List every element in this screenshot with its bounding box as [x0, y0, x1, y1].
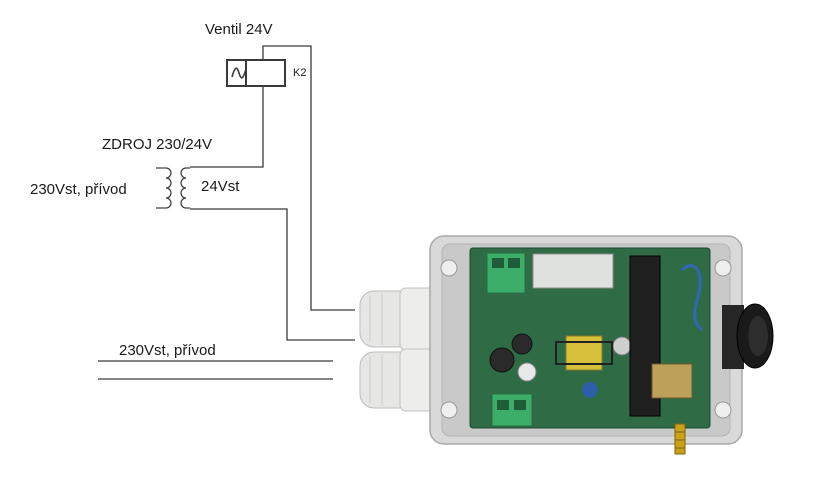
capacitor-4 [612, 336, 632, 356]
antenna-icon [674, 423, 686, 455]
corner-screws [440, 259, 732, 419]
capacitor-2 [511, 333, 533, 355]
gsm-module [651, 363, 693, 399]
blue-wire [680, 264, 704, 332]
mains-primary-label: 230Vst, přívod [30, 181, 127, 198]
cable-gland-bottom [359, 348, 435, 412]
capacitor-3 [517, 362, 537, 382]
valve-label: Ventil 24V [205, 21, 273, 38]
device-enclosure [359, 235, 774, 455]
capacitor-1 [489, 347, 515, 373]
mains-bottom-label: 230Vst, přívod [119, 342, 216, 359]
secondary-label: 24Vst [201, 178, 240, 195]
relay [532, 253, 614, 289]
valve-symbol [226, 59, 286, 87]
wire-transformer-to-device [190, 208, 355, 341]
wire-valve-to-transformer [190, 86, 264, 168]
relay-label: K2 [293, 67, 307, 79]
blue-capacitor [582, 382, 598, 398]
side-connector-base [722, 305, 744, 369]
transformer-icon [156, 167, 190, 209]
wire-valve-to-device [262, 45, 355, 311]
ac-source-icon [231, 67, 247, 79]
psu-label: ZDROJ 230/24V [102, 136, 213, 153]
schematic [98, 45, 355, 380]
cable-gland-top [359, 287, 435, 351]
